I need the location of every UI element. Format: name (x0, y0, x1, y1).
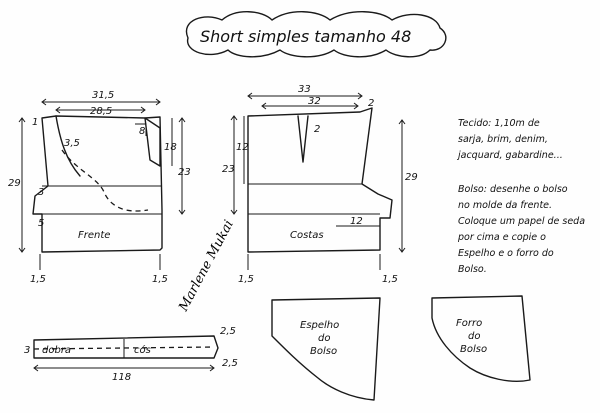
front-dim-3-5: 3,5 (64, 138, 80, 149)
front-dim-hem-right: 1,5 (152, 274, 168, 285)
pocket-lining-line1: Forro (456, 318, 482, 329)
pocket-note-1: Bolso: desenhe o bolso (458, 184, 568, 195)
pocket-mirror-piece: Espelho do Bolso (271, 297, 381, 401)
fabric-note-1: Tecido: 1,10m de (458, 118, 540, 129)
back-dim-hem-right: 1,5 (382, 274, 398, 285)
back-dim-hem-left: 1,5 (238, 274, 254, 285)
front-pocket-opening (55, 115, 81, 177)
front-b-mark (135, 123, 147, 136)
pocket-lining-outline (431, 295, 531, 382)
front-dim-31-5: 31,5 (92, 90, 114, 101)
front-dim-18: 18 (164, 142, 177, 153)
waistband-dim-2-5-top: 2,5 (220, 326, 236, 337)
pocket-note-3: Coloque um papel de seda (458, 216, 585, 227)
pocket-note-4: por cima e copie o (457, 232, 546, 243)
pocket-lining-line3: Bolso (460, 344, 487, 355)
back-dim-23: 23 (222, 164, 235, 175)
back-dim-12: 12 (236, 142, 249, 153)
waistband-dim-3: 3 (24, 345, 30, 356)
dim-back-29-arrows (398, 119, 406, 253)
waistband-dim-118: 118 (112, 372, 131, 383)
back-dim-2-top: 2 (368, 98, 374, 109)
front-label: Frente (78, 230, 110, 241)
page-title: Short simples tamanho 48 (200, 27, 411, 46)
pocket-note-6: Bolso. (458, 264, 487, 275)
dim-front-23-arrows (178, 117, 186, 215)
waistband-cos: cós (134, 344, 151, 356)
pocket-mirror-line2: do (318, 333, 330, 344)
fabric-note-2: sarja, brim, denim, (458, 134, 548, 145)
pocket-lining-line2: do (468, 331, 480, 342)
front-dim-1: 1 (32, 117, 38, 128)
signature: Marlene Mukai (176, 218, 237, 315)
back-dart (297, 115, 309, 163)
front-dim-29: 29 (8, 178, 21, 189)
back-dim-29: 29 (405, 172, 418, 183)
front-pocket-bag (61, 149, 149, 212)
pocket-note-2: no molde da frente. (458, 200, 552, 211)
pocket-mirror-outline (271, 297, 381, 401)
dim-back-32-arrows (261, 102, 359, 110)
front-dim-5: 5 (38, 218, 44, 229)
front-dim-b: 8 (139, 126, 145, 137)
waistband-dobra: dobra (42, 345, 71, 356)
back-outline (247, 107, 393, 253)
front-piece: 31,5 28,5 3,5 8 18 23 29 1 3 5 1,5 1,5 F… (8, 90, 191, 285)
back-dim-32: 32 (308, 96, 321, 107)
fabric-note-3: jacquard, gabardine... (456, 150, 563, 161)
title-cloud (185, 11, 447, 58)
back-label: Costas (290, 230, 324, 241)
front-dim-hem-left: 1,5 (30, 274, 46, 285)
back-dim-33: 33 (298, 84, 311, 95)
dim-back-33-arrows (247, 92, 363, 100)
front-dim-3: 3 (38, 187, 44, 198)
back-dim-2-dart: 2 (314, 124, 320, 135)
back-dim-12-bottom: 12 (350, 216, 363, 227)
fabric-notes: Tecido: 1,10m de sarja, brim, denim, jac… (456, 118, 563, 161)
pocket-mirror-line3: Bolso (310, 346, 337, 357)
dim-back-23-arrows (230, 115, 238, 215)
waistband-dim-2-5-bottom: 2,5 (222, 358, 238, 369)
front-pocket-detail (144, 117, 161, 167)
back-piece: 33 32 2 2 12 23 29 12 1,5 1,5 Costas (222, 84, 418, 285)
dim-waistband-arrows (33, 364, 215, 372)
front-dim-23: 23 (178, 167, 191, 178)
dim-front-left-arrows (18, 117, 26, 253)
pocket-mirror-line1: Espelho (300, 320, 339, 331)
signature-text: Marlene Mukai (176, 218, 237, 315)
pocket-notes: Bolso: desenhe o bolso no molde da frent… (457, 184, 585, 275)
pocket-note-5: Espelho e o forro do (458, 248, 554, 259)
front-dim-28-5: 28,5 (90, 106, 112, 117)
pocket-lining-piece: Forro do Bolso (431, 295, 531, 382)
waistband-piece: 3 dobra cós 2,5 2,5 118 (24, 326, 238, 383)
waistband-outline (33, 335, 219, 359)
dim-front-top-arrows (41, 98, 161, 106)
dim-front-inner-arrows (55, 106, 146, 114)
